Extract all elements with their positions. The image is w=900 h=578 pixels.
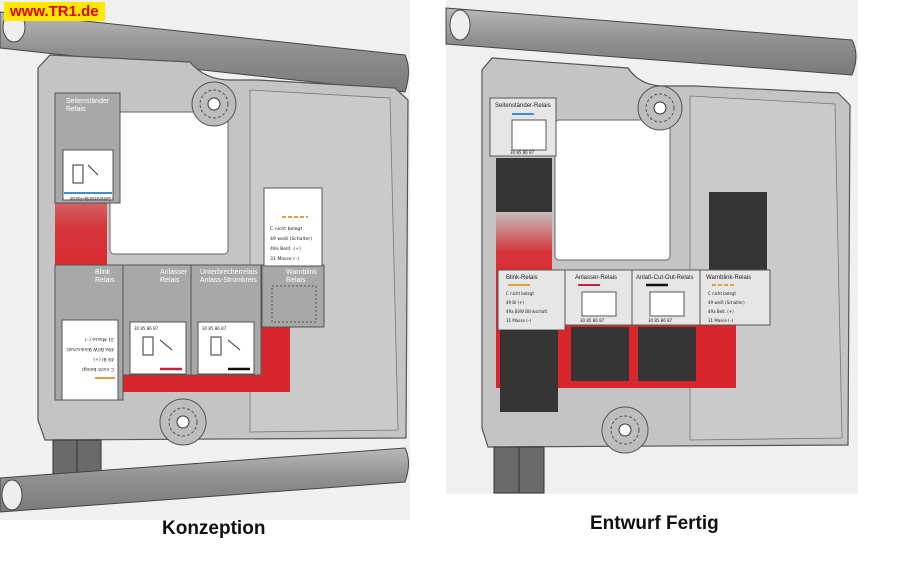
unterbrecher-coil — [210, 336, 222, 356]
left-mount-bottom-hole — [176, 415, 190, 429]
right-cutout-pins: 30 85 86 87 — [648, 318, 673, 323]
right-blink-relay: Blink-Relais C nicht belegt 49 Bi (+) 49… — [497, 269, 566, 412]
right-blink-line-2: 49 Bi (+) — [506, 300, 524, 305]
legend-card-bg — [263, 187, 323, 267]
legend-line-1: C nicht belegt — [270, 226, 302, 232]
right-mount-bottom-ring — [610, 415, 640, 445]
right-frame-tube-top — [445, 7, 857, 76]
frame-tube-bottom — [0, 447, 409, 513]
right-warnblink-card — [699, 269, 771, 326]
caption-entwurf-fertig: Entwurf Fertig — [590, 513, 719, 534]
blink-title-1: Blink — [95, 269, 111, 276]
legend-line-2: 49 weiß (Schalter) — [270, 236, 312, 242]
anlasser-pins: 30 85 86 87 — [134, 326, 159, 331]
left-cutout-window — [109, 111, 229, 255]
right-panel: Seitenständer-Relais 30 85 86 87 Blink-R… — [445, 0, 858, 494]
blink-label-card — [61, 319, 119, 401]
left-panel: Seitenständer Relais Seitenständer-Relai… — [0, 0, 410, 520]
right-cutout-block — [638, 327, 696, 381]
right-anlasser-relay: Anlasser-Relais 30 85 86 87 — [564, 269, 633, 381]
right-cutout-relay: Anlaß-Cut-Out-Relais 30 85 86 87 — [631, 269, 701, 381]
unterbrecher-title-1: Unterbrecherrelais — [200, 269, 258, 276]
blink-title-2: Relais — [95, 277, 115, 284]
right-blink-line-3: 49a Bi/W Blinkschalt — [506, 309, 547, 314]
warnblink-title-2: Relais — [286, 277, 306, 284]
unterbrecher-pins: 30 85 86 87 — [202, 326, 227, 331]
seitenstaender-coil — [72, 164, 84, 184]
unterbrecher-title-2: Anlass-Stromkreis — [200, 277, 257, 284]
right-mount-top-ring — [645, 93, 675, 123]
right-red-strip — [496, 210, 552, 280]
blink-line-3: 49a BI/W Blinkschalt — [67, 346, 114, 352]
caption-konzeption: Konzeption — [162, 518, 266, 539]
right-blink-title: Blink-Relais — [506, 275, 538, 281]
unterbrecher-switch — [227, 339, 241, 351]
left-legend-card: C nicht belegt 49 weiß (Schalter) 49a Be… — [263, 187, 323, 267]
right-anlasser-title: Anlasser-Relais — [575, 275, 617, 281]
right-warnblink-line-3: 49a Belt. (+) — [708, 309, 734, 314]
anlasser-title-2: Relais — [160, 277, 180, 284]
right-warnblink-block — [709, 192, 767, 272]
anlasser-coil — [142, 336, 154, 356]
right-seitenstaender-relay: Seitenständer-Relais 30 85 86 87 — [489, 97, 557, 212]
left-anlasser-relay: Anlasser Relais 30 85 86 87 — [122, 264, 192, 376]
legend-line-3: 49a Bellt. (+) — [270, 246, 301, 252]
right-mount-bottom-hole — [618, 423, 632, 437]
blink-line-4: 31 Masse (–) — [85, 336, 114, 342]
right-anlasser-block — [571, 327, 629, 381]
seitenstaender-title-2: Relais — [66, 106, 86, 113]
right-seitenstaender-schematic — [511, 119, 547, 151]
watermark-logo: www.TR1.de — [4, 2, 105, 21]
blink-line-1: C nicht belegt — [82, 366, 114, 372]
right-anlasser-schematic — [581, 291, 617, 317]
anlasser-switch — [159, 339, 173, 351]
seitenstaender-switch — [87, 164, 99, 176]
seitenstaender-schematic — [62, 149, 114, 201]
left-blink-relay: Blink Relais C nicht belegt 49 BI (+) 49… — [54, 264, 124, 401]
frame-tube-top — [0, 11, 409, 93]
left-seitenstaender-relay: Seitenständer Relais Seitenständer-Relai… — [54, 92, 121, 204]
anlasser-schematic — [129, 321, 187, 375]
right-warnblink-relay: Warnblink-Relais C nicht belegt 49 weiß … — [699, 192, 771, 326]
left-unterbrecher-relay: Unterbrecherrelais Anlass-Stromkreis 30 … — [190, 264, 262, 376]
unterbrecher-schematic — [197, 321, 255, 375]
warnblink-title-1: Warnblink — [286, 269, 317, 276]
right-blink-block — [500, 330, 558, 412]
right-anlasser-pins: 30 85 86 87 — [580, 318, 605, 323]
tube-end-bottom — [1, 479, 23, 511]
right-warnblink-title: Warnblink-Relais — [706, 275, 751, 281]
right-warnblink-line-2: 49 weiß (Schalter) — [708, 300, 745, 305]
seitenstaender-title-1: Seitenständer — [66, 98, 110, 105]
right-cutout-window — [554, 119, 671, 261]
right-mount-top-hole — [653, 101, 667, 115]
left-mount-top-hole — [207, 97, 221, 111]
right-tube-end-top — [449, 9, 471, 41]
warnblink-outline — [271, 285, 317, 323]
right-seitenstaender-block — [496, 158, 552, 212]
anlasser-title-1: Anlasser — [160, 269, 188, 276]
right-blink-line-4: 31 Masse (–) — [506, 318, 532, 323]
left-warnblink-relay: Warnblink Relais — [261, 264, 325, 328]
left-mount-bottom-ring — [168, 407, 198, 437]
right-cutout-schematic — [649, 291, 685, 317]
seitenstaender-bottom-label: Seitenständer-Relais — [70, 196, 111, 201]
right-cutout-title: Anlaß-Cut-Out-Relais — [636, 275, 693, 281]
right-warnblink-line-1: C nicht belegt — [708, 291, 736, 296]
blink-line-2: 49 BI (+) — [93, 356, 114, 362]
blink-label-rotated: C nicht belegt 49 BI (+) 49a BI/W Blinks… — [67, 336, 115, 379]
legend-line-4: 31 Masse (–) — [270, 256, 299, 262]
right-blink-line-1: C nicht belegt — [506, 291, 534, 296]
left-mount-top-ring — [199, 89, 229, 119]
right-warnblink-line-4: 31 Masse (–) — [708, 318, 734, 323]
right-seitenstaender-pins: 30 85 86 87 — [510, 150, 535, 155]
right-seitenstaender-title: Seitenständer-Relais — [495, 103, 551, 109]
